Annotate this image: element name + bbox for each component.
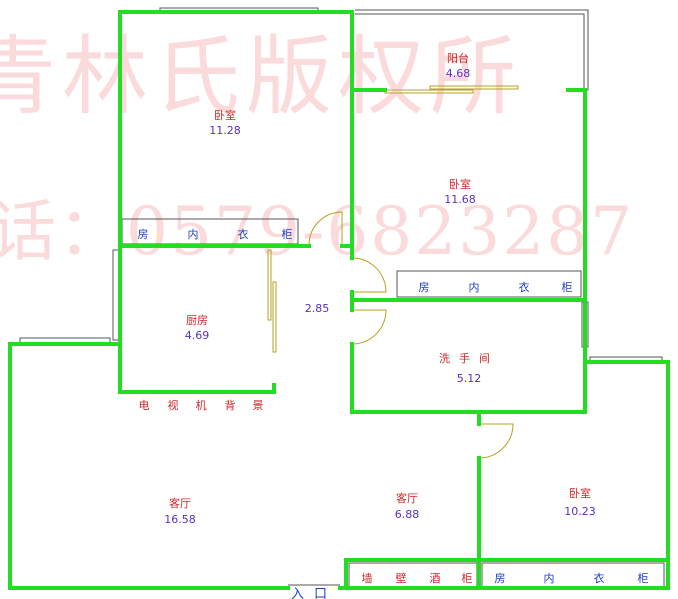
wardrobe-c-char-4: 柜 [637,572,649,585]
balcony-inner-line [355,13,585,88]
windows [19,7,663,364]
area-bedroom-right: 11.68 [444,193,476,206]
wine-cabinet-char-1: 墙 [361,572,373,585]
wardrobe-a-char-4: 柜 [281,228,293,241]
tv-wall-char-3: 机 [195,399,207,412]
area-bathroom: 5.12 [456,372,482,385]
wall-bedroom-tl [118,10,354,248]
area-hall: 2.85 [304,302,330,315]
wine-cabinet-char-3: 酒 [429,572,441,585]
wardrobe-b-char-2: 内 [468,281,480,294]
area-kitchen: 4.69 [184,329,210,342]
door-bedroom-right [351,257,387,293]
label-living-left: 客厅 [169,497,191,510]
walls [8,10,670,590]
door-bedroom-tl [308,211,343,246]
area-bedroom-tl: 11.28 [209,124,241,137]
balcony-sliding-door-1 [384,89,474,94]
label-bedroom-br: 卧室 [569,487,591,500]
area-bedroom-br: 10.23 [564,505,596,518]
tv-wall-char-1: 电 [138,399,150,412]
wall-bathroom [350,298,587,414]
label-bedroom-right: 卧室 [449,178,471,191]
kitchen-sliding-door-2 [272,281,277,353]
wardrobe-b-char-1: 房 [418,281,430,294]
wall-kitchen [118,244,276,394]
balcony-outline [355,9,589,91]
label-living-mid: 客厅 [396,492,418,505]
wall-living-outer [8,342,290,590]
wardrobe-b-box [396,270,582,298]
wall-bedroom-br [477,360,670,590]
wardrobe-a-char-2: 内 [187,228,199,241]
wine-cabinet-char-4: 柜 [461,572,473,585]
entrance-label: 入口 [290,587,338,599]
wardrobe-c-char-3: 衣 [593,572,605,585]
wardrobe-c-char-2: 内 [543,572,555,585]
label-bathroom: 洗手间 [439,352,499,365]
wardrobe-b-char-4: 柜 [561,281,573,294]
door-bathroom [351,309,387,345]
label-balcony: 阳台 [447,52,469,65]
label-kitchen: 厨房 [186,314,208,327]
tv-wall-char-4: 背 [224,399,236,412]
wardrobe-b-char-3: 衣 [518,281,530,294]
area-balcony: 4.68 [445,67,471,80]
wine-cabinet-char-2: 壁 [395,572,407,585]
tv-wall-char-5: 景 [252,399,264,412]
label-bedroom-tl: 卧室 [214,109,236,122]
door-bedroom-br [478,423,514,459]
area-living-left: 16.58 [164,513,196,526]
doors [308,211,514,459]
wardrobe-c-char-1: 房 [494,572,506,585]
kitchen-sliding-door-1 [267,249,272,321]
tv-wall-char-2: 视 [167,399,179,412]
area-living-mid: 6.88 [394,508,420,521]
wardrobe-a-char-3: 衣 [237,228,249,241]
balcony-sliding-door-2 [429,85,519,90]
wardrobe-a-char-1: 房 [137,228,149,241]
